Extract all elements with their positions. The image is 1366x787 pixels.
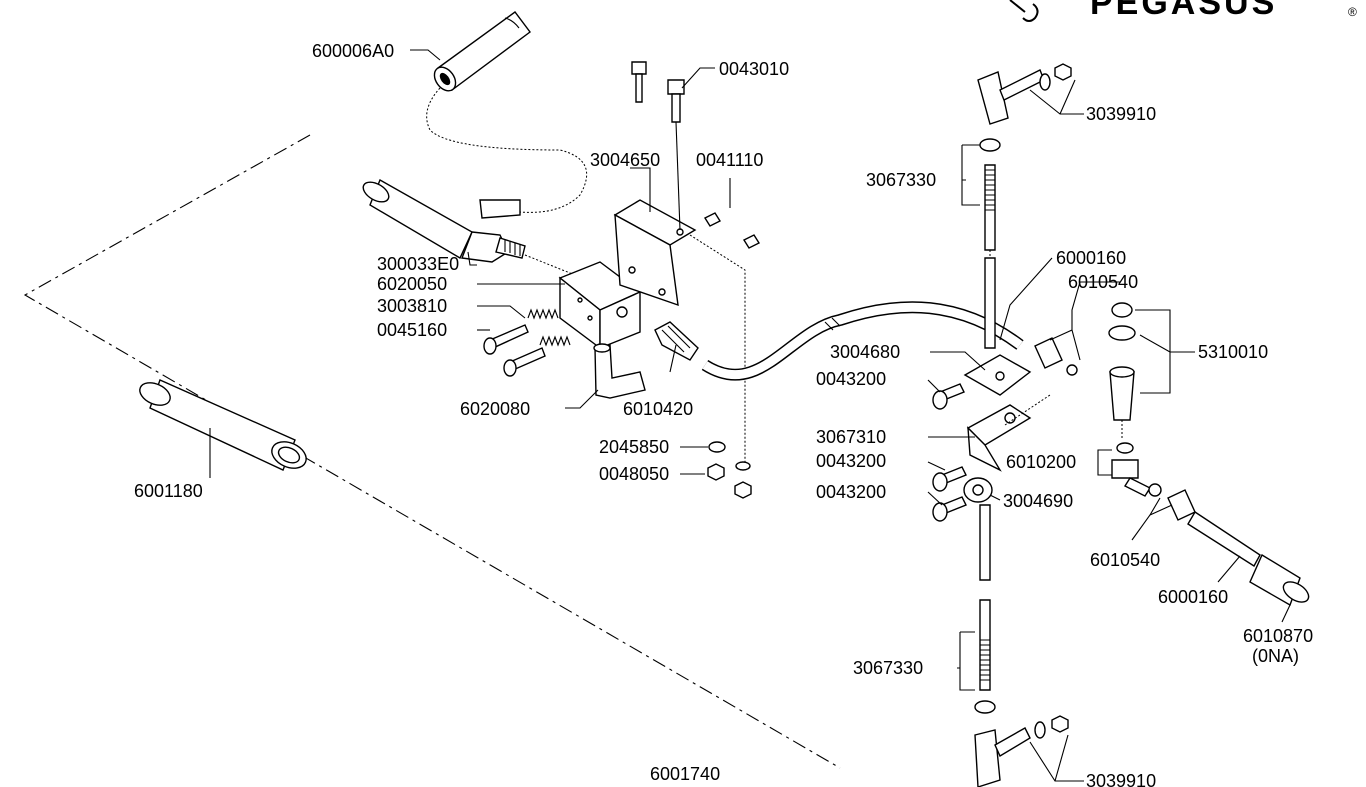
label-0045160: 0045160 <box>377 320 447 340</box>
leader-lines <box>209 49 1291 782</box>
washer-2045850 <box>708 441 751 471</box>
label-6020050: 6020050 <box>377 274 447 294</box>
brand-name: PEGASUS <box>1090 0 1277 22</box>
bracket-3004650 <box>613 199 697 307</box>
label-3003810: 3003810 <box>377 296 447 316</box>
label-3039910-bottom: 3039910 <box>1086 771 1156 787</box>
label-6010870-note: (0NA) <box>1252 646 1299 666</box>
label-6000160-bottom: 6000160 <box>1158 587 1228 607</box>
tube-6001180 <box>139 379 307 471</box>
label-6010540-top: 6010540 <box>1068 272 1138 292</box>
label-6010420: 6010420 <box>623 399 693 419</box>
brand-registered: ® <box>1348 5 1357 19</box>
fitting-6010540-bottom <box>1148 483 1196 521</box>
label-0043010: 0043010 <box>719 59 789 79</box>
label-0043200-c: 0043200 <box>816 482 886 502</box>
elbow-3039910-bottom <box>974 715 1069 787</box>
collar-3004690 <box>963 477 993 503</box>
pipe-6000160 <box>701 301 1024 381</box>
label-6010200: 6010200 <box>1006 452 1076 472</box>
elbow-6020080 <box>593 343 646 399</box>
label-0041110: 0041110 <box>696 150 763 170</box>
pipe-6000160-lower <box>1187 511 1261 567</box>
label-3004650: 3004650 <box>590 150 660 170</box>
label-6001180: 6001180 <box>134 481 203 501</box>
label-3067330-bottom: 3067330 <box>853 658 923 678</box>
label-6020080: 6020080 <box>460 399 530 419</box>
fitting-6010870 <box>1249 553 1310 607</box>
label-0043200-b: 0043200 <box>816 451 886 471</box>
tube-600006A0 <box>433 11 531 92</box>
bracket-guide <box>1004 394 1051 426</box>
connection-guide <box>426 87 588 213</box>
label-0048050: 0048050 <box>599 464 669 484</box>
fitting-5310010 <box>1108 302 1136 421</box>
screw-0043010 <box>631 61 685 231</box>
fitting-6010420 <box>654 321 699 361</box>
label-600006A0: 600006A0 <box>312 41 394 61</box>
elbow-3039910-top <box>977 63 1072 125</box>
label-0043200-a: 0043200 <box>816 369 886 389</box>
fitting-6010540-top <box>1034 337 1078 376</box>
label-6001740: 6001740 <box>650 764 720 784</box>
screw-0043200-c <box>932 496 967 522</box>
label-3039910-top: 3039910 <box>1086 104 1156 124</box>
label-3067310: 3067310 <box>816 427 886 447</box>
label-2045850: 2045850 <box>599 437 669 457</box>
label-3004690: 3004690 <box>1003 491 1073 511</box>
screw-0043200-b <box>932 466 967 492</box>
rod-3067330-top <box>979 138 1001 251</box>
cylinder-300033E0 <box>362 178 526 263</box>
label-300033E0: 300033E0 <box>377 254 459 274</box>
label-6000160-top: 6000160 <box>1056 248 1126 268</box>
label-3004680: 3004680 <box>830 342 900 362</box>
fitting-6010200 <box>1111 442 1152 497</box>
nut-0048050 <box>707 463 752 499</box>
pegasus-logo: PEGASUS ® <box>1009 0 1357 22</box>
rod-middle <box>979 504 991 581</box>
assembly-outline <box>23 134 841 769</box>
rod-3067330-bottom <box>974 599 996 714</box>
label-5310010: 5310010 <box>1198 342 1268 362</box>
bolt-guide <box>689 234 746 465</box>
screw-0045160 <box>483 324 546 377</box>
label-6010540-bottom: 6010540 <box>1090 550 1160 570</box>
label-3067330-top: 3067330 <box>866 170 936 190</box>
label-6010870: 6010870 <box>1243 626 1313 646</box>
guide-line <box>524 254 576 276</box>
bracket-3004680 <box>963 354 1032 396</box>
screw-0041110 <box>703 212 761 249</box>
spring-3003810 <box>527 308 571 347</box>
rod-upper <box>984 257 996 349</box>
screw-0043200-a <box>932 383 965 410</box>
